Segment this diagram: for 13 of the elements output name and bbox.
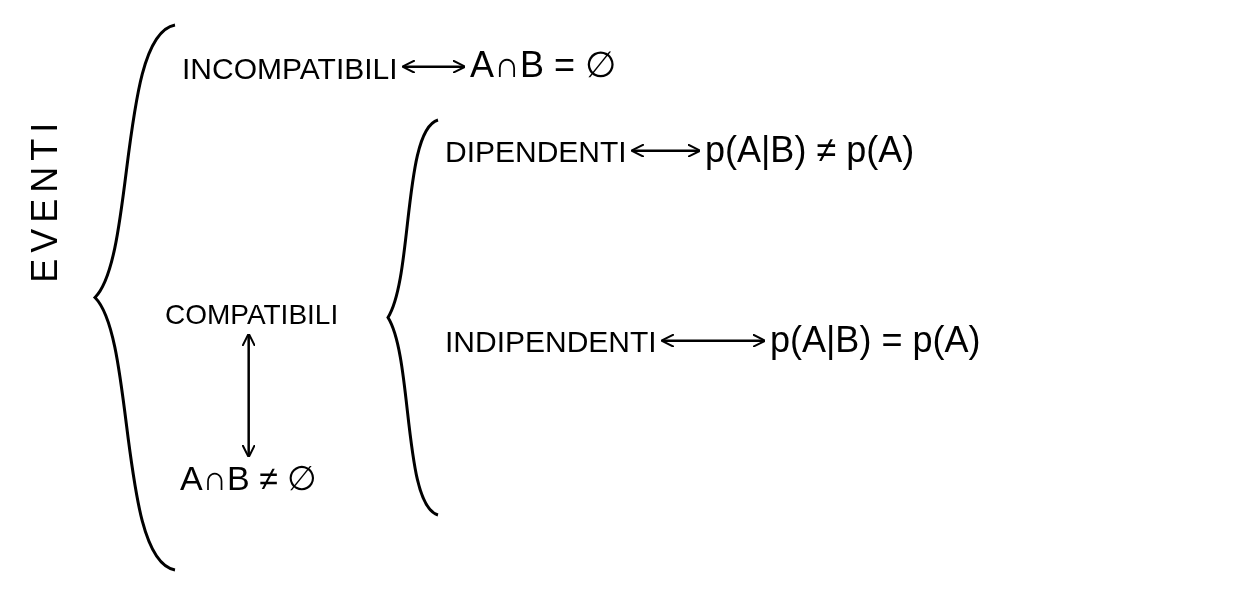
text-label: INCOMPATIBILI [182,52,398,85]
text-label: DIPENDENTI [445,135,627,168]
text-label: INDIPENDENTI [445,325,657,358]
text-label: COMPATIBILI [165,300,339,331]
double-arrow [630,143,702,158]
text-label: p(A|B) = p(A) [770,320,981,360]
text-label: p(A|B) ≠ p(A) [705,130,915,170]
text-label: A∩B ≠ ∅ [180,460,318,498]
vertical-label: EVENTI [25,116,65,283]
double-arrow [401,59,467,74]
double-arrow [660,333,767,348]
double-arrow [241,332,256,459]
text-label: A∩B = ∅ [470,45,616,85]
